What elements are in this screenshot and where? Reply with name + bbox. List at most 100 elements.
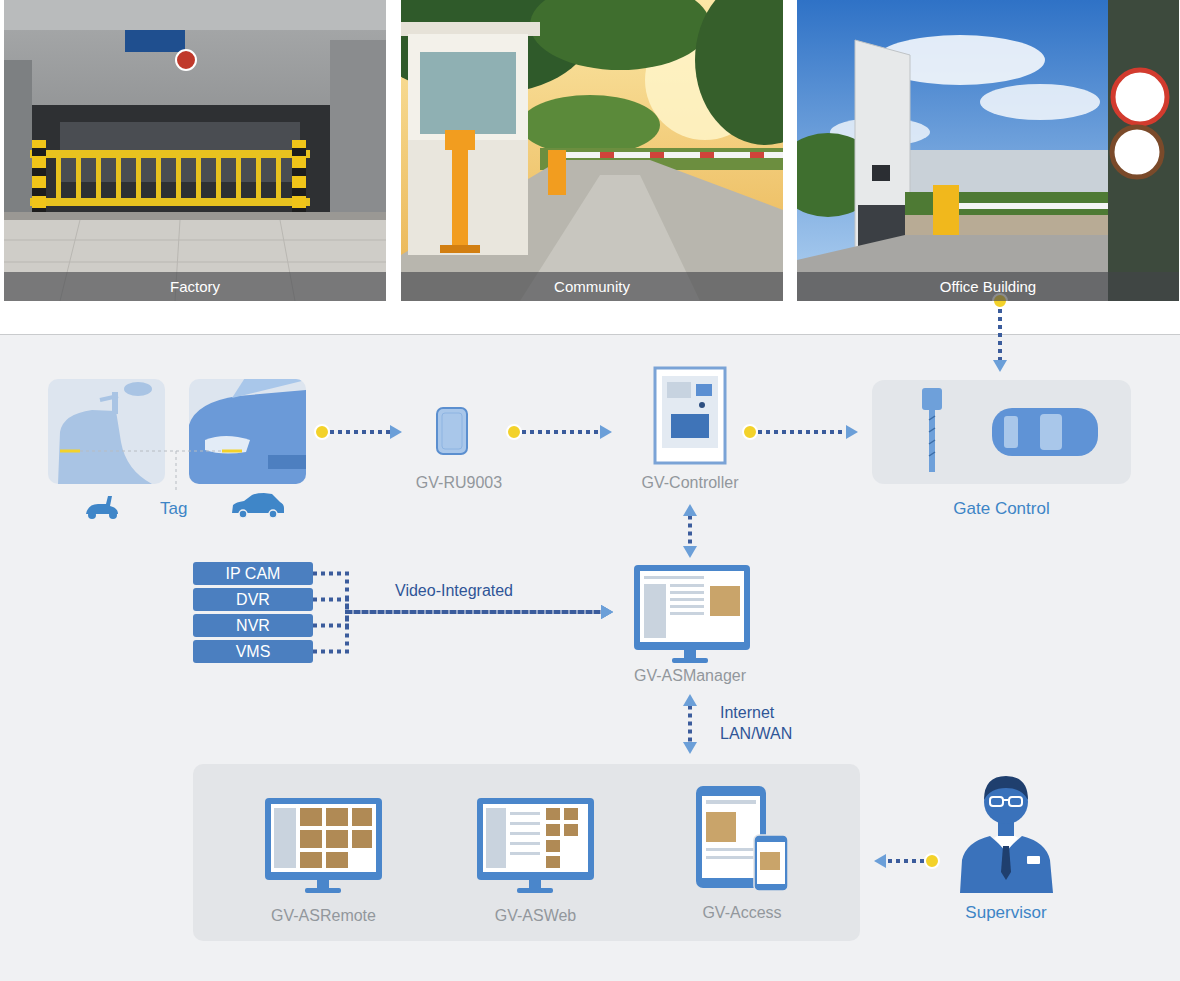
controller-figure [655,368,725,463]
node-label: Office Building [797,272,1179,301]
mobile-devices [706,848,756,851]
community-photo [440,245,480,253]
supervisor-node: Supervisor [932,770,1080,925]
web-monitor [564,824,578,836]
car-figure [222,450,242,453]
controller-figure [671,414,709,438]
manager-monitor [644,584,666,638]
factory-photo [236,150,241,206]
remote-monitor [317,880,329,889]
edge-label: Video-Integrated [395,580,513,601]
community-photo [750,152,764,158]
factory-photo [216,150,221,206]
remote-monitor [326,830,348,848]
gate-figure [929,428,935,432]
web-monitor [477,798,594,893]
manager-monitor [684,650,696,659]
office-photo [1113,70,1167,124]
supervisor-figure [1001,846,1011,880]
video-source-box: VMS [193,640,313,663]
community-photo [600,152,614,158]
mobile-devices [754,835,788,891]
factory-photo [292,188,306,196]
mobile-devices [757,842,785,884]
car-figure [268,455,306,469]
factory-photo [32,140,306,220]
tag-group: Tag [48,378,322,522]
node-label: Tag [160,499,187,519]
edge-label-box: Video-Integrated [395,580,513,601]
mobile-devices [760,852,780,870]
client-node: GV-Access [672,780,812,930]
remote-monitor [300,808,322,826]
gate-figure [929,416,935,456]
gate-figure [929,440,935,444]
small-car-icon [232,493,284,518]
office-photo [959,203,1109,209]
factory-photo [76,150,81,206]
web-monitor [486,808,506,868]
web-monitor [546,856,560,868]
photo-panel: Office Building [797,0,1179,301]
controller-figure [655,368,725,463]
node-label: VMS [236,643,271,661]
manager-monitor [644,576,704,579]
factory-photo [292,148,306,156]
scooter-figure [58,410,152,484]
scooter-figure [60,450,80,453]
community-photo [420,52,516,134]
small-car-icon [239,510,247,518]
community-photo [408,140,528,255]
gate-figure [992,408,1098,456]
edge-label: Internet LAN/WAN [720,702,810,744]
node-label: GV-Access [702,903,781,923]
community-photo [401,0,783,301]
community-photo [650,152,664,158]
manager-node: GV-ASManager [625,562,755,690]
community-photo [695,0,783,145]
remote-monitor [300,830,322,848]
web-monitor [510,832,540,835]
gate-figure [929,452,935,456]
scooter-figure [124,382,152,396]
community-photo [452,150,468,248]
car-figure [189,370,306,484]
office-photo [1108,0,1179,301]
start-dot [507,425,521,439]
controller-node: GV-Controller [630,366,750,496]
web-monitor [510,842,540,845]
factory-photo [32,168,46,176]
web-monitor [510,812,540,815]
node-label: GV-ASManager [634,666,746,686]
web-monitor [529,880,541,889]
factory-photo [136,150,141,206]
community-photo [445,130,475,150]
dotted-connector [688,516,692,547]
video-source-box: IP CAM [193,562,313,585]
reader-figure [437,408,467,454]
web-monitor [483,804,588,872]
tag-leader [80,451,222,493]
community-photo [530,0,710,70]
web-monitor [546,824,560,836]
client-group [193,764,860,941]
factory-photo [30,105,330,217]
car-figure [189,379,306,484]
client-group [193,764,860,941]
mobile-devices [706,856,756,859]
mobile-devices [706,800,756,804]
factory-photo [4,220,386,301]
dotted-connector [514,430,601,434]
manager-monitor [634,565,750,650]
video-source-box: DVR [193,588,313,611]
small-car-icon [269,510,277,518]
photo-panel: Community [401,0,783,301]
scooter-figure [58,382,152,484]
scooter-figure [100,396,118,400]
factory-photo [125,30,185,52]
factory-photo [256,150,261,206]
node-label: Supervisor [965,903,1046,923]
factory-photo [30,150,310,158]
supervisor-figure [1027,856,1040,864]
